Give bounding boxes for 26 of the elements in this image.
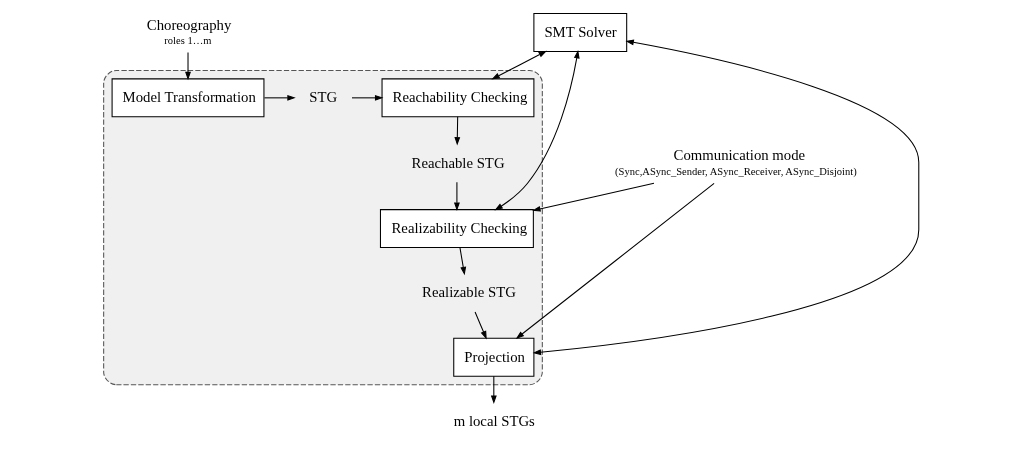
node-text: Reachable STG — [411, 154, 505, 171]
node-text: m local STGs — [453, 413, 535, 430]
arrow — [474, 311, 487, 340]
node-text: Communication mode — [673, 147, 806, 164]
node-box: Realizability Checking — [379, 209, 534, 249]
arrow — [454, 116, 461, 146]
arrow — [263, 94, 296, 101]
node-text: STG — [309, 89, 338, 106]
arrow — [459, 247, 467, 276]
arrow — [490, 375, 497, 404]
arrow — [532, 39, 920, 356]
node-box: Projection — [453, 337, 535, 377]
arrow — [453, 181, 460, 211]
node-box: SMT Solver — [533, 12, 628, 52]
arrow — [491, 50, 547, 80]
arrow — [494, 49, 580, 211]
arrow — [532, 182, 655, 212]
arrow — [351, 94, 384, 101]
node-text: Realizable STG — [422, 284, 516, 301]
arrow — [515, 182, 715, 339]
node-box: Reachability Checking — [381, 78, 535, 118]
node-label: (Sync,ASync_Sender, ASync_Receiver, ASync_Disjoint) — [615, 165, 857, 177]
node-label: roles 1…m — [164, 35, 212, 47]
arrow — [185, 52, 191, 81]
node-text: Choreography — [146, 16, 232, 33]
node-box: Model Transformation — [111, 78, 265, 118]
